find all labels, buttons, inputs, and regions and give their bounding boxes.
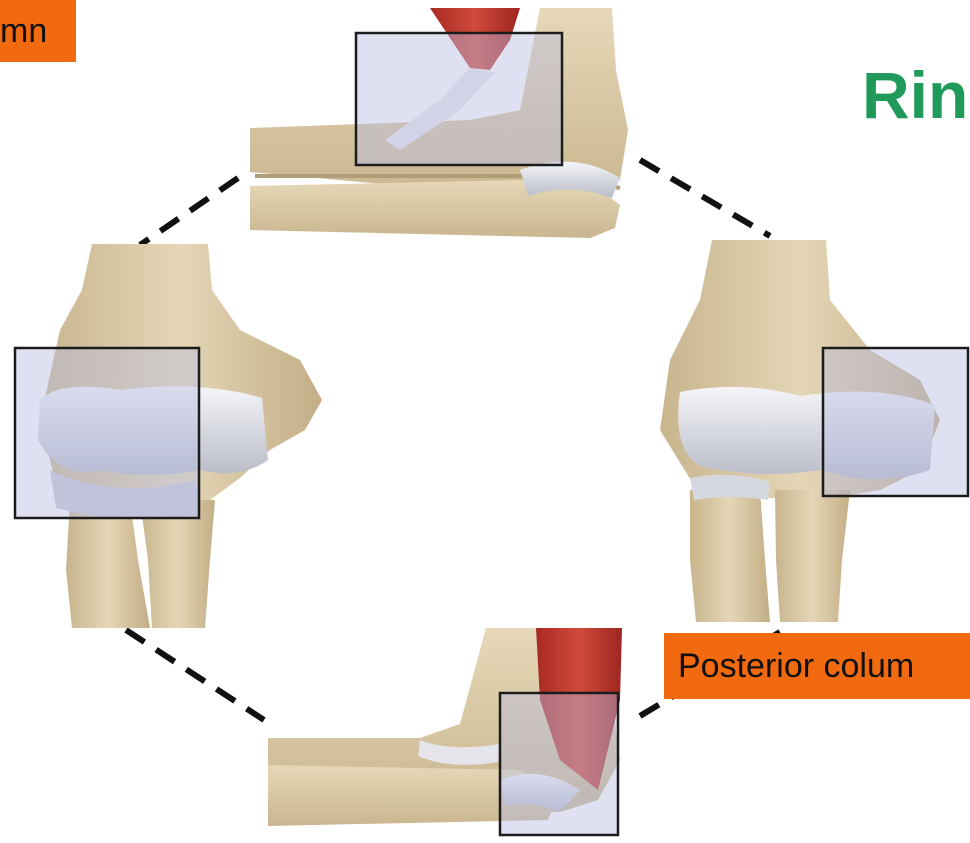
left-elbow-view [15, 244, 322, 628]
posterior-column-label: Posterior colum [664, 633, 970, 699]
column-label-top-left: mn [0, 0, 76, 62]
left-highlight-box [15, 348, 199, 518]
bottom-highlight-box [500, 693, 618, 835]
slide-title: Rin [862, 62, 968, 128]
right-highlight-box [823, 348, 968, 496]
bottom-elbow-view [268, 628, 622, 835]
top-elbow-view [250, 8, 628, 238]
right-elbow-view [660, 240, 968, 622]
top-highlight-box [356, 33, 562, 165]
